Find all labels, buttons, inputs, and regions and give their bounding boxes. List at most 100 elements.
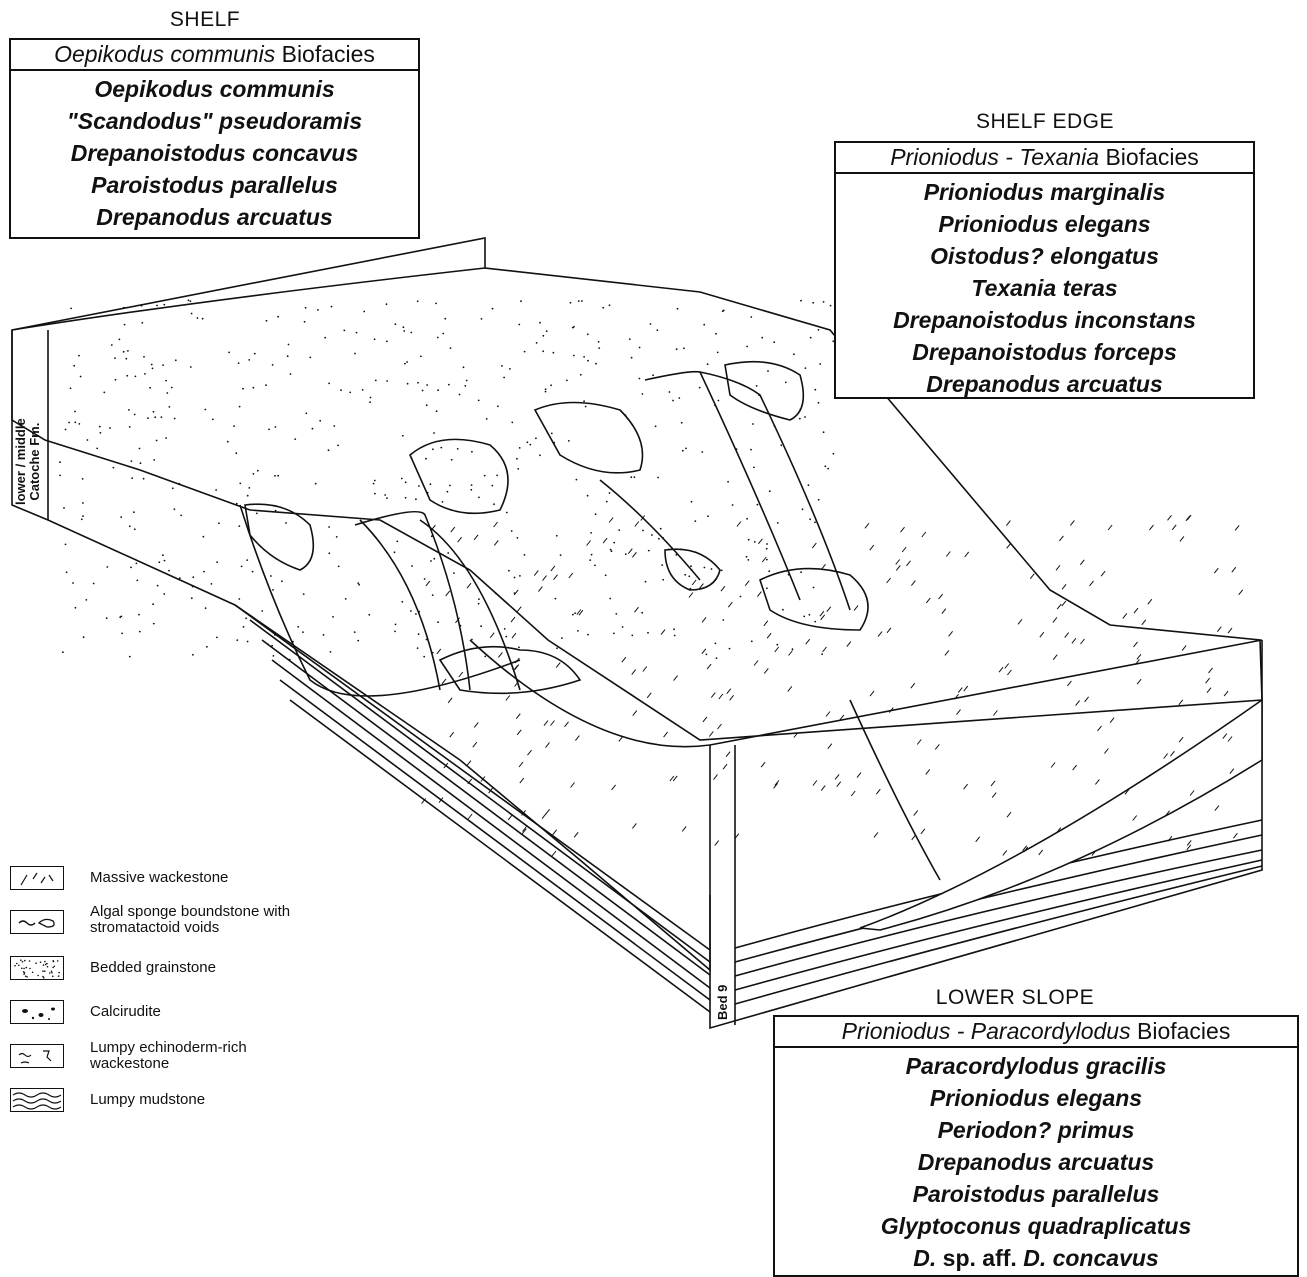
stipple-dot bbox=[215, 489, 217, 491]
stipple-dot bbox=[328, 449, 330, 451]
stipple-dot bbox=[236, 503, 238, 505]
grain-dot bbox=[21, 968, 23, 970]
stipple-dot bbox=[72, 582, 74, 584]
stipple-dot bbox=[345, 598, 347, 600]
wackestone-tick bbox=[926, 769, 930, 774]
stipple-dot bbox=[274, 475, 276, 477]
stipple-dot bbox=[370, 397, 372, 399]
species-item: Paroistodus parallelus bbox=[11, 169, 418, 201]
wackestone-tick bbox=[519, 762, 523, 767]
stipple-dot bbox=[792, 648, 794, 650]
stipple-dot bbox=[158, 561, 160, 563]
stipple-dot bbox=[491, 485, 493, 487]
grain-dot bbox=[26, 976, 28, 978]
wackestone-tick bbox=[1090, 581, 1094, 586]
stipple-dot bbox=[539, 454, 541, 456]
stipple-dot bbox=[503, 377, 505, 379]
stipple-dot bbox=[368, 614, 370, 616]
wackestone-tick bbox=[813, 781, 817, 786]
stipple-dot bbox=[681, 422, 683, 424]
stipple-dot bbox=[504, 628, 506, 630]
stipple-dot bbox=[63, 507, 65, 509]
calcirudite-swatch bbox=[10, 1000, 64, 1024]
species-item: Drepanoistodus concavus bbox=[11, 137, 418, 169]
stipple-dot bbox=[519, 447, 521, 449]
stipple-dot bbox=[639, 378, 641, 380]
stipple-dot bbox=[758, 394, 760, 396]
stipple-dot bbox=[460, 625, 462, 627]
stipple-dot bbox=[518, 646, 520, 648]
stipple-dot bbox=[756, 385, 758, 387]
stipple-dot bbox=[191, 597, 193, 599]
stipple-dot bbox=[768, 570, 770, 572]
stipple-dot bbox=[683, 347, 685, 349]
stipple-dot bbox=[119, 339, 121, 341]
species-item: Prioniodus elegans bbox=[836, 208, 1253, 240]
stipple-dot bbox=[746, 556, 748, 558]
wackestone-tick bbox=[991, 781, 995, 786]
stipple-dot bbox=[362, 389, 364, 391]
stipple-dot bbox=[481, 318, 483, 320]
grain-dot bbox=[42, 970, 44, 972]
stipple-dot bbox=[246, 559, 248, 561]
stipple-dot bbox=[74, 422, 76, 424]
stipple-dot bbox=[175, 359, 177, 361]
stipple-dot bbox=[595, 363, 597, 365]
species-item: Prioniodus elegans bbox=[775, 1082, 1297, 1114]
wackestone-tick bbox=[715, 841, 719, 846]
stipple-dot bbox=[315, 483, 317, 485]
stipple-dot bbox=[478, 400, 480, 402]
wackestone-tick bbox=[912, 835, 916, 840]
stipple-dot bbox=[754, 541, 756, 543]
stipple-dot bbox=[706, 654, 708, 656]
stipple-dot bbox=[480, 625, 482, 627]
wackestone-tick bbox=[474, 722, 478, 727]
grain-dot bbox=[51, 971, 53, 973]
stipple-dot bbox=[680, 548, 682, 550]
stipple-dot bbox=[495, 593, 497, 595]
stipple-dot bbox=[253, 473, 255, 475]
stipple-dot bbox=[292, 641, 294, 643]
stipple-dot bbox=[247, 641, 249, 643]
legend-label: Massive wackestone bbox=[90, 870, 360, 886]
lower-slope-title: LOWER SLOPE bbox=[920, 986, 1110, 1010]
wackestone-tick bbox=[437, 649, 441, 654]
stipple-dot bbox=[527, 441, 529, 443]
stipple-dot bbox=[204, 409, 206, 411]
grain-dot bbox=[44, 970, 46, 972]
stipple-dot bbox=[622, 626, 624, 628]
stipple-dot bbox=[609, 598, 611, 600]
stipple-dot bbox=[156, 305, 158, 307]
stipple-dot bbox=[776, 644, 778, 646]
stipple-dot bbox=[556, 647, 558, 649]
stipple-dot bbox=[432, 594, 434, 596]
stipple-dot bbox=[174, 508, 176, 510]
stipple-dot bbox=[109, 427, 111, 429]
wackestone-tick bbox=[992, 793, 996, 798]
stipple-dot bbox=[449, 485, 451, 487]
stipple-dot bbox=[655, 425, 657, 427]
legend-item: Calcirudite bbox=[10, 1000, 370, 1040]
wackestone-tick bbox=[1142, 620, 1146, 625]
grain-dot bbox=[26, 967, 28, 969]
species-item-last: D. sp. aff. D. concavus bbox=[775, 1242, 1297, 1274]
stipple-dot bbox=[688, 575, 690, 577]
stipple-dot bbox=[242, 388, 244, 390]
wackestone-tick bbox=[517, 730, 521, 735]
stipple-dot bbox=[766, 559, 768, 561]
stipple-dot bbox=[529, 444, 531, 446]
stipple-dot bbox=[707, 363, 709, 365]
stipple-dot bbox=[85, 599, 87, 601]
stipple-dot bbox=[411, 457, 413, 459]
stipple-dot bbox=[805, 367, 807, 369]
species-item: Periodon? primus bbox=[775, 1114, 1297, 1146]
wackestone-tick bbox=[1187, 515, 1191, 520]
stipple-dot bbox=[62, 651, 64, 653]
grain-dot bbox=[24, 960, 26, 962]
stipple-dot bbox=[303, 593, 305, 595]
stipple-dot bbox=[410, 332, 412, 334]
stipple-dot bbox=[546, 330, 548, 332]
stipple-dot bbox=[450, 347, 452, 349]
wackestone-tick bbox=[498, 652, 502, 657]
stipple-dot bbox=[505, 636, 507, 638]
